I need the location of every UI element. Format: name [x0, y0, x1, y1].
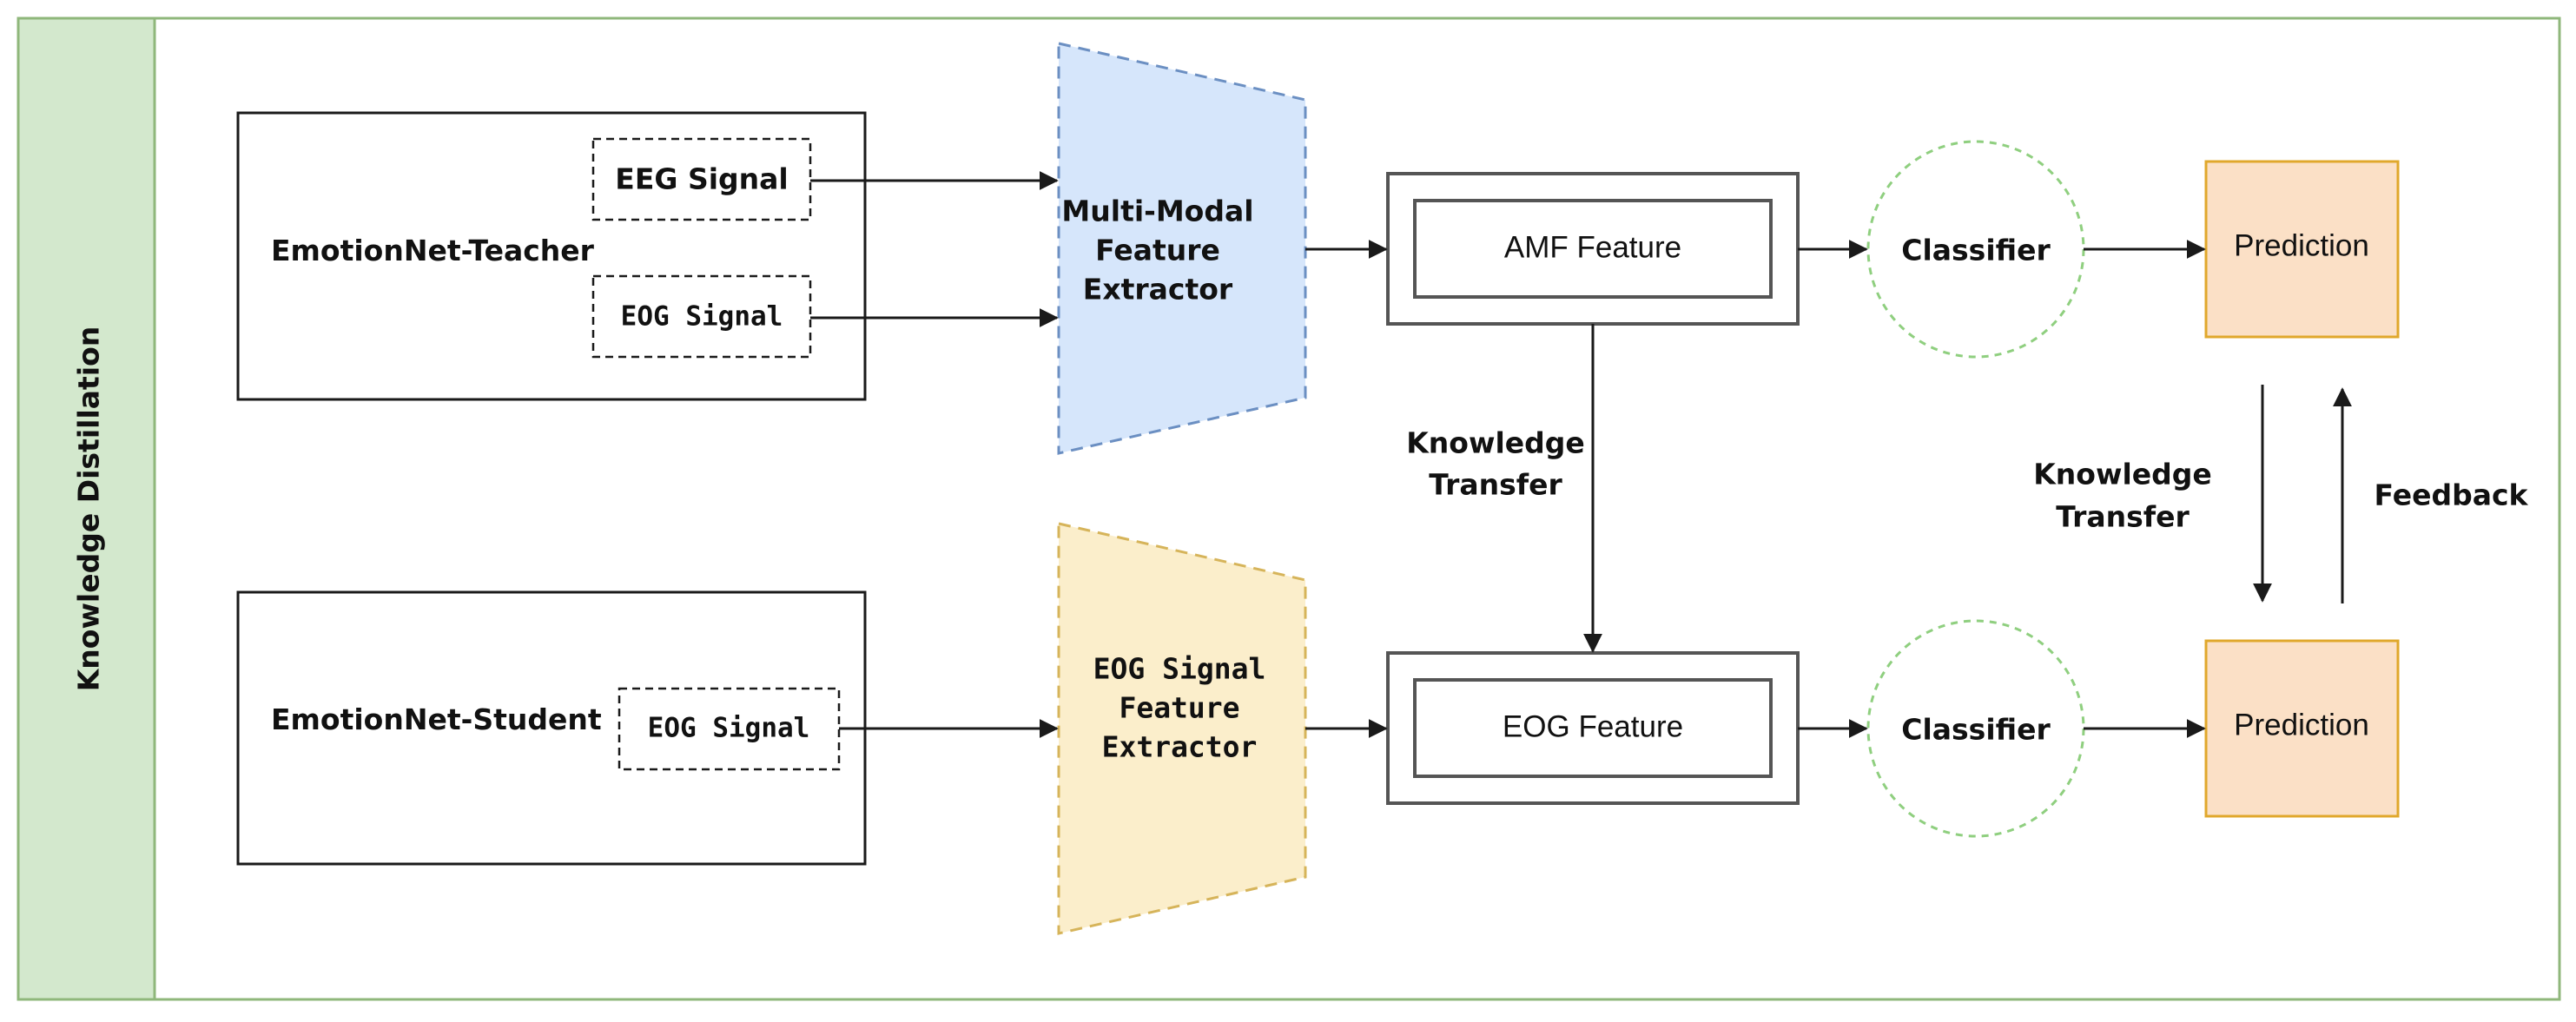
multi-modal-extractor-shape — [1057, 42, 1307, 455]
teacher-eog-signal-box — [591, 274, 812, 359]
eeg-signal-label: EEG Signal — [615, 162, 788, 196]
student-eog-signal-box — [618, 687, 841, 771]
teacher-classifier-label: Classifier — [1901, 234, 2051, 267]
multi-modal-extractor-line-3: Extractor — [1083, 273, 1233, 307]
student-prediction-label: Prediction — [2234, 708, 2369, 742]
eog-feature-inner-box — [1413, 678, 1773, 778]
eog-feature-label: EOG Feature — [1503, 709, 1683, 743]
student-classifier-label: Classifier — [1901, 713, 2051, 747]
prediction-transfer-label-line-1: Knowledge — [2033, 458, 2212, 491]
multi-modal-extractor-line-2: Feature — [1095, 234, 1220, 267]
teacher-model-title: EmotionNet-Teacher — [271, 234, 595, 267]
prediction-transfer-label-line-2: Transfer — [2056, 500, 2190, 534]
sidebar-panel — [17, 16, 156, 1001]
amf-feature-inner-box — [1413, 199, 1773, 299]
student-prediction-box — [2204, 639, 2400, 818]
student-model-title: EmotionNet-Student — [271, 702, 602, 736]
teacher-prediction-label: Prediction — [2234, 228, 2369, 262]
feature-transfer-label-line-2: Transfer — [1429, 468, 1562, 502]
teacher-eog-signal-label: EOG Signal — [621, 301, 783, 333]
eog-extractor-shape — [1057, 522, 1307, 935]
sidebar-label: Knowledge Distillation — [72, 326, 106, 692]
teacher-prediction-box — [2204, 160, 2400, 339]
multi-modal-extractor-line-1: Multi-Modal — [1061, 195, 1253, 228]
amf-feature-label: AMF Feature — [1504, 230, 1681, 264]
eog-extractor-line-3: Extractor — [1102, 730, 1258, 764]
eog-extractor-line-2: Feature — [1119, 691, 1239, 725]
eog-extractor-line-1: EOG Signal — [1093, 652, 1266, 686]
feedback-label: Feedback — [2375, 478, 2529, 512]
eeg-signal-box — [591, 137, 812, 221]
feature-transfer-label-line-1: Knowledge — [1406, 426, 1585, 460]
student-eog-signal-label: EOG Signal — [648, 713, 810, 744]
